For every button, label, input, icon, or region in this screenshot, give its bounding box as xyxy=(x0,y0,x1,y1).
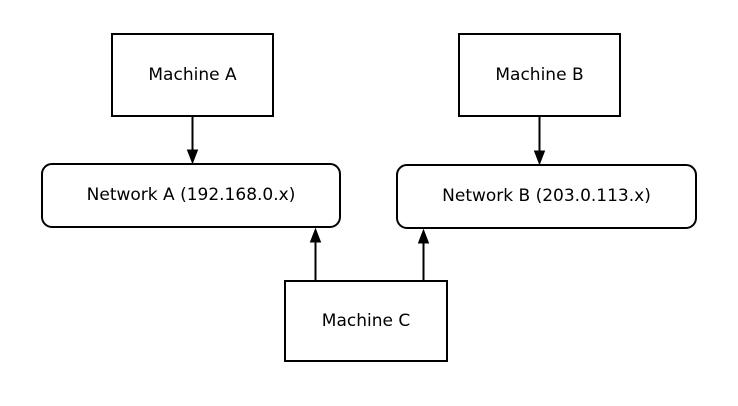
node-machine-b-label: Machine B xyxy=(495,64,584,85)
edge-machine-b-to-network-b xyxy=(533,117,546,166)
node-network-a: Network A (192.168.0.x) xyxy=(41,163,341,228)
node-network-a-label: Network A (192.168.0.x) xyxy=(86,185,296,206)
node-machine-a: Machine A xyxy=(111,33,274,117)
node-network-b: Network B (203.0.113.x) xyxy=(396,164,697,229)
edge-machine-a-to-network-a xyxy=(186,117,199,165)
node-machine-c: Machine C xyxy=(284,280,448,362)
node-machine-c-label: Machine C xyxy=(321,310,411,331)
node-machine-b: Machine B xyxy=(458,33,621,117)
edge-machine-c-to-network-b xyxy=(417,228,430,280)
edge-machine-c-to-network-a xyxy=(309,227,322,280)
node-network-b-label: Network B (203.0.113.x) xyxy=(442,186,651,207)
node-machine-a-label: Machine A xyxy=(148,64,237,85)
